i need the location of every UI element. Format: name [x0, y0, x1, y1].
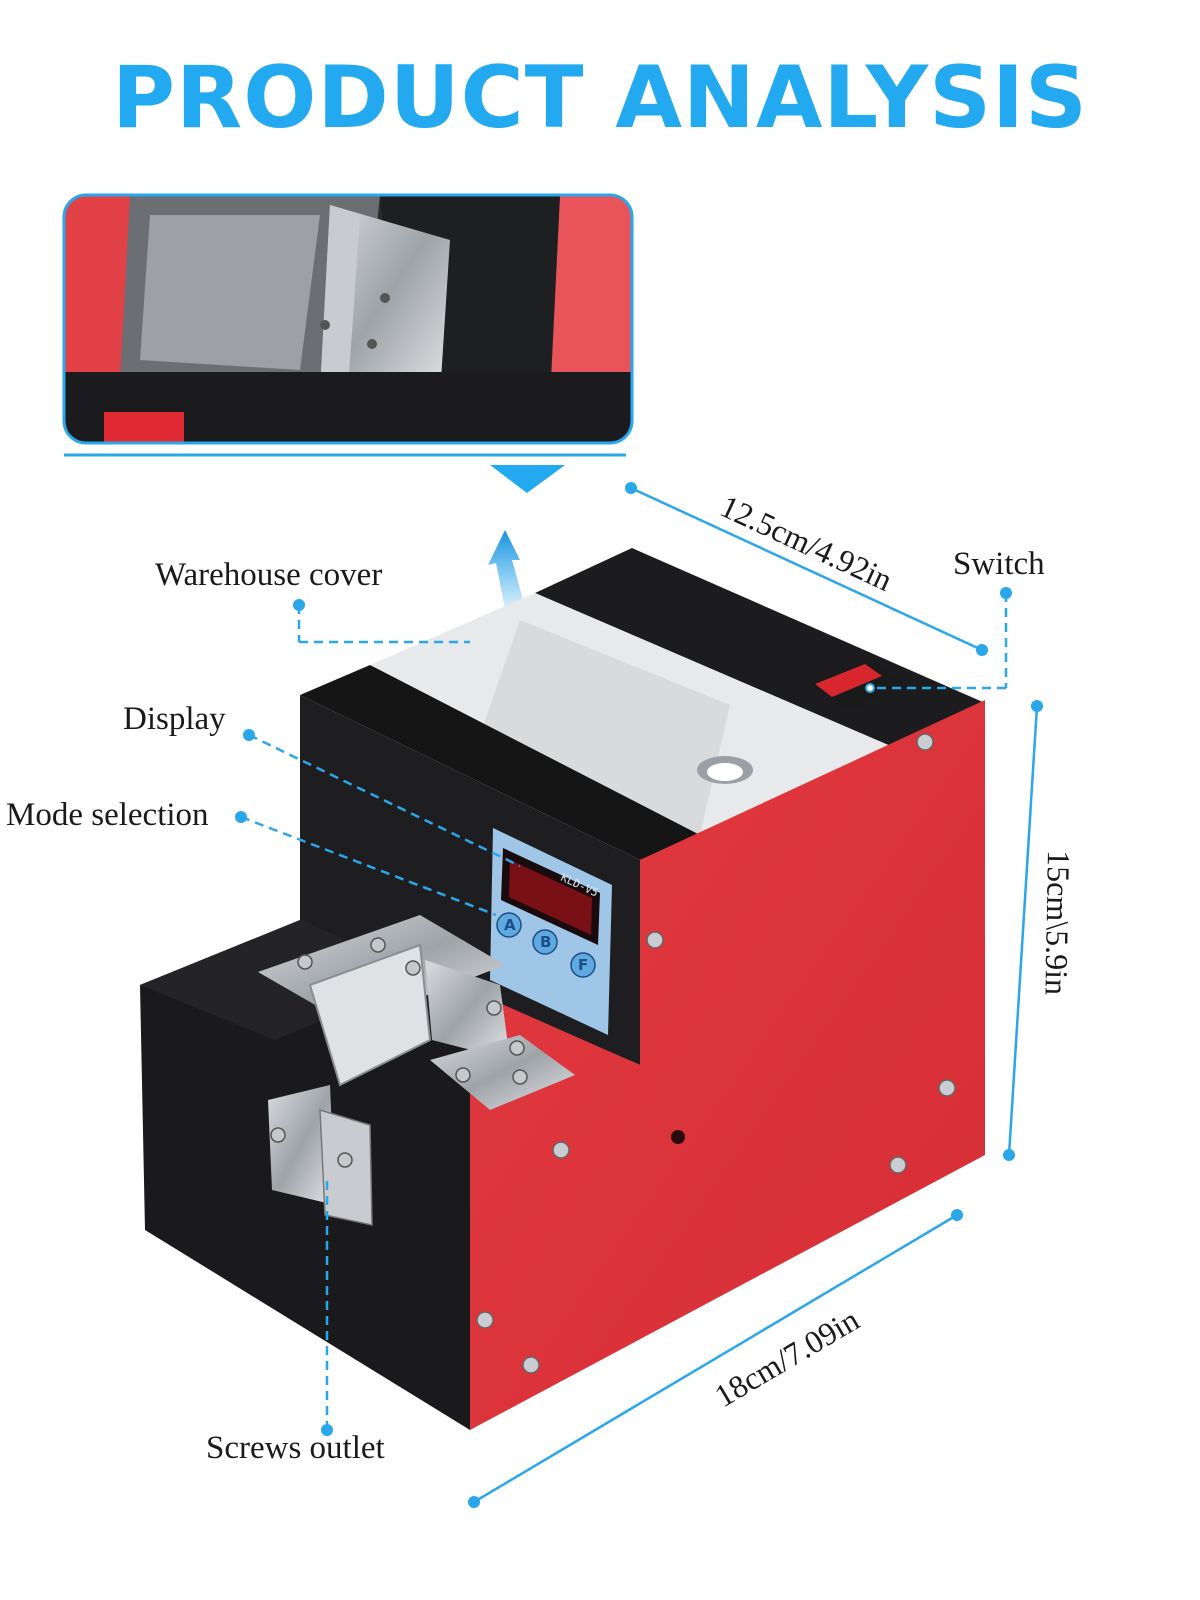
- dimension-width-text: 12.5cm/4.92in: [715, 488, 898, 598]
- callout-switch: [865, 587, 1012, 693]
- label-switch: Switch: [953, 546, 1045, 582]
- mode-button-a-label: A: [504, 916, 516, 934]
- label-screws-outlet: Screws outlet: [206, 1430, 385, 1466]
- screw-feeder-device: KLD-V5 A B F: [140, 548, 985, 1430]
- callout-screws-outlet: [321, 1180, 333, 1436]
- dimension-height-text: 15cm\5.9in: [1038, 850, 1077, 995]
- callout-mode-selection: [235, 811, 497, 917]
- mode-button-b-label: B: [540, 933, 551, 951]
- callout-display: [243, 729, 521, 868]
- inset-zoom-view: [62, 193, 634, 493]
- label-warehouse-cover: Warehouse cover: [155, 557, 383, 593]
- dimension-height: 15cm\5.9in: [1003, 700, 1077, 1161]
- label-mode-selection: Mode selection: [6, 797, 209, 833]
- label-display: Display: [123, 701, 226, 737]
- callout-warehouse-cover: [293, 599, 470, 644]
- dimension-depth-text: 18cm/7.09in: [708, 1301, 865, 1414]
- mode-button-f-label: F: [578, 956, 588, 974]
- page-title: PRODUCT ANALYSIS: [112, 48, 1088, 148]
